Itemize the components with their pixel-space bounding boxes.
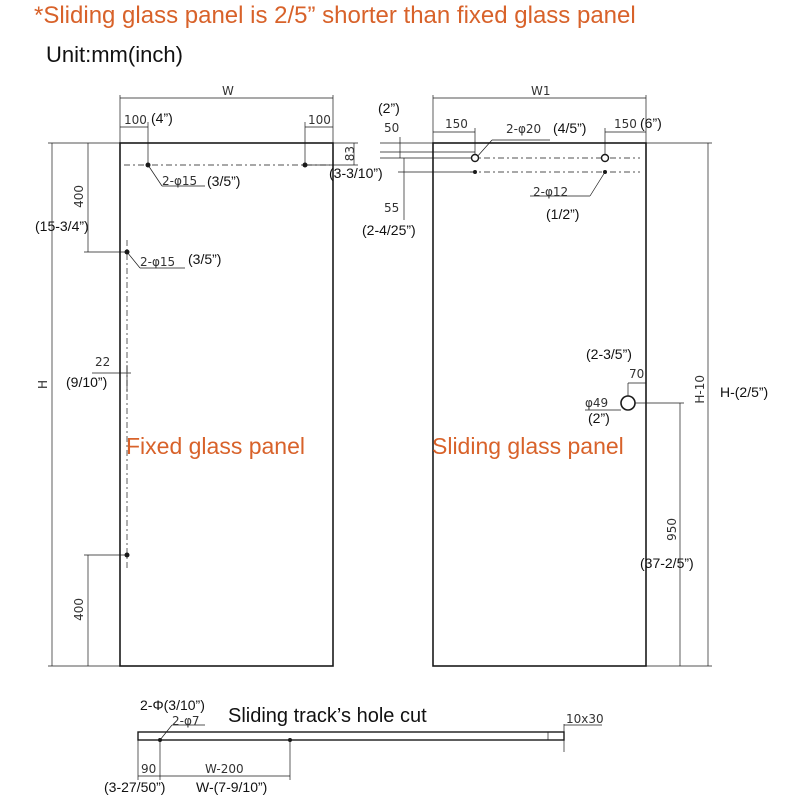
sliding-panel-outline — [432, 142, 647, 667]
sliding-handle-height-inch: (37-2/5”) — [640, 555, 694, 571]
track-hole-count-inch: 2-Φ(3/10”) — [140, 697, 205, 713]
track-outline — [137, 731, 565, 741]
sliding-handle-spec: φ49 — [585, 396, 609, 410]
track-title: Sliding track’s hole cut — [228, 705, 427, 727]
sliding-edge-left: 150 — [445, 117, 468, 131]
headline-note: *Sliding glass panel is 2/5” shorter tha… — [34, 2, 636, 29]
sliding-edge-right-inch: (6”) — [640, 115, 662, 131]
track-section: 10x30 — [566, 712, 604, 726]
sliding-small-hole-spec: 2-φ12 — [533, 185, 569, 199]
fixed-top-offset: 83 — [343, 146, 357, 162]
fixed-panel-outline — [119, 142, 334, 667]
fixed-upper-offset: 400 — [72, 185, 86, 208]
sliding-top50-inch: (2”) — [378, 100, 400, 116]
track-edge-offset: 90 — [141, 762, 157, 776]
sliding-handle-offset-inch: (2-3/5”) — [586, 346, 632, 362]
fixed-top-hole-inch: (3/5”) — [207, 173, 241, 189]
sliding-height-inch: H-(2/5”) — [720, 384, 769, 400]
fixed-top-hole-spec: 2-φ15 — [162, 174, 198, 188]
sliding-edge-right: 150 — [614, 117, 637, 131]
fixed-lower-offset: 400 — [72, 598, 86, 621]
track-edge-offset-inch: (3-27/50”) — [104, 779, 166, 795]
sliding-big-hole-spec: 2-φ20 — [506, 122, 542, 136]
sliding-handle-inch: (2”) — [588, 410, 610, 426]
fixed-panel-label: Fixed glass panel — [126, 433, 305, 459]
fixed-edge-right: 100 — [308, 113, 331, 127]
sliding-small-hole-inch: (1/2”) — [546, 206, 580, 222]
fixed-edge-left: 100 — [124, 113, 147, 127]
fixed-upper-offset-inch: (15-3/4”) — [35, 218, 89, 234]
fixed-width-label: W — [222, 84, 234, 98]
sliding-top55: 55 — [384, 201, 400, 215]
fixed-side-hole-spec: 2-φ15 — [140, 255, 176, 269]
track-spacing: W-200 — [205, 762, 244, 776]
sliding-top83-inch: (3-3/10”) — [329, 165, 383, 181]
handle-hole — [620, 395, 636, 411]
unit-label: Unit:mm(inch) — [46, 42, 183, 67]
fixed-side-inset: 22 — [95, 355, 111, 369]
fixed-side-hole-inch: (3/5”) — [188, 251, 222, 267]
fixed-edge-left-inch: (4”) — [151, 110, 173, 126]
sliding-top55-inch: (2-4/25”) — [362, 222, 416, 238]
sliding-big-hole-inch: (4/5”) — [553, 120, 587, 136]
sliding-handle-offset: 70 — [629, 367, 645, 381]
fixed-height-label: H — [36, 380, 50, 390]
sliding-panel-label: Sliding glass panel — [432, 433, 624, 459]
sliding-height-label: H-10 — [693, 375, 707, 404]
sliding-width-label: W1 — [531, 84, 551, 98]
track-spacing-inch: W-(7-9/10”) — [196, 779, 268, 795]
track-hole-spec: 2-φ7 — [172, 714, 200, 728]
sliding-top50: 50 — [384, 121, 400, 135]
sliding-handle-height: 950 — [665, 518, 679, 541]
fixed-side-inset-inch: (9/10”) — [66, 374, 108, 390]
